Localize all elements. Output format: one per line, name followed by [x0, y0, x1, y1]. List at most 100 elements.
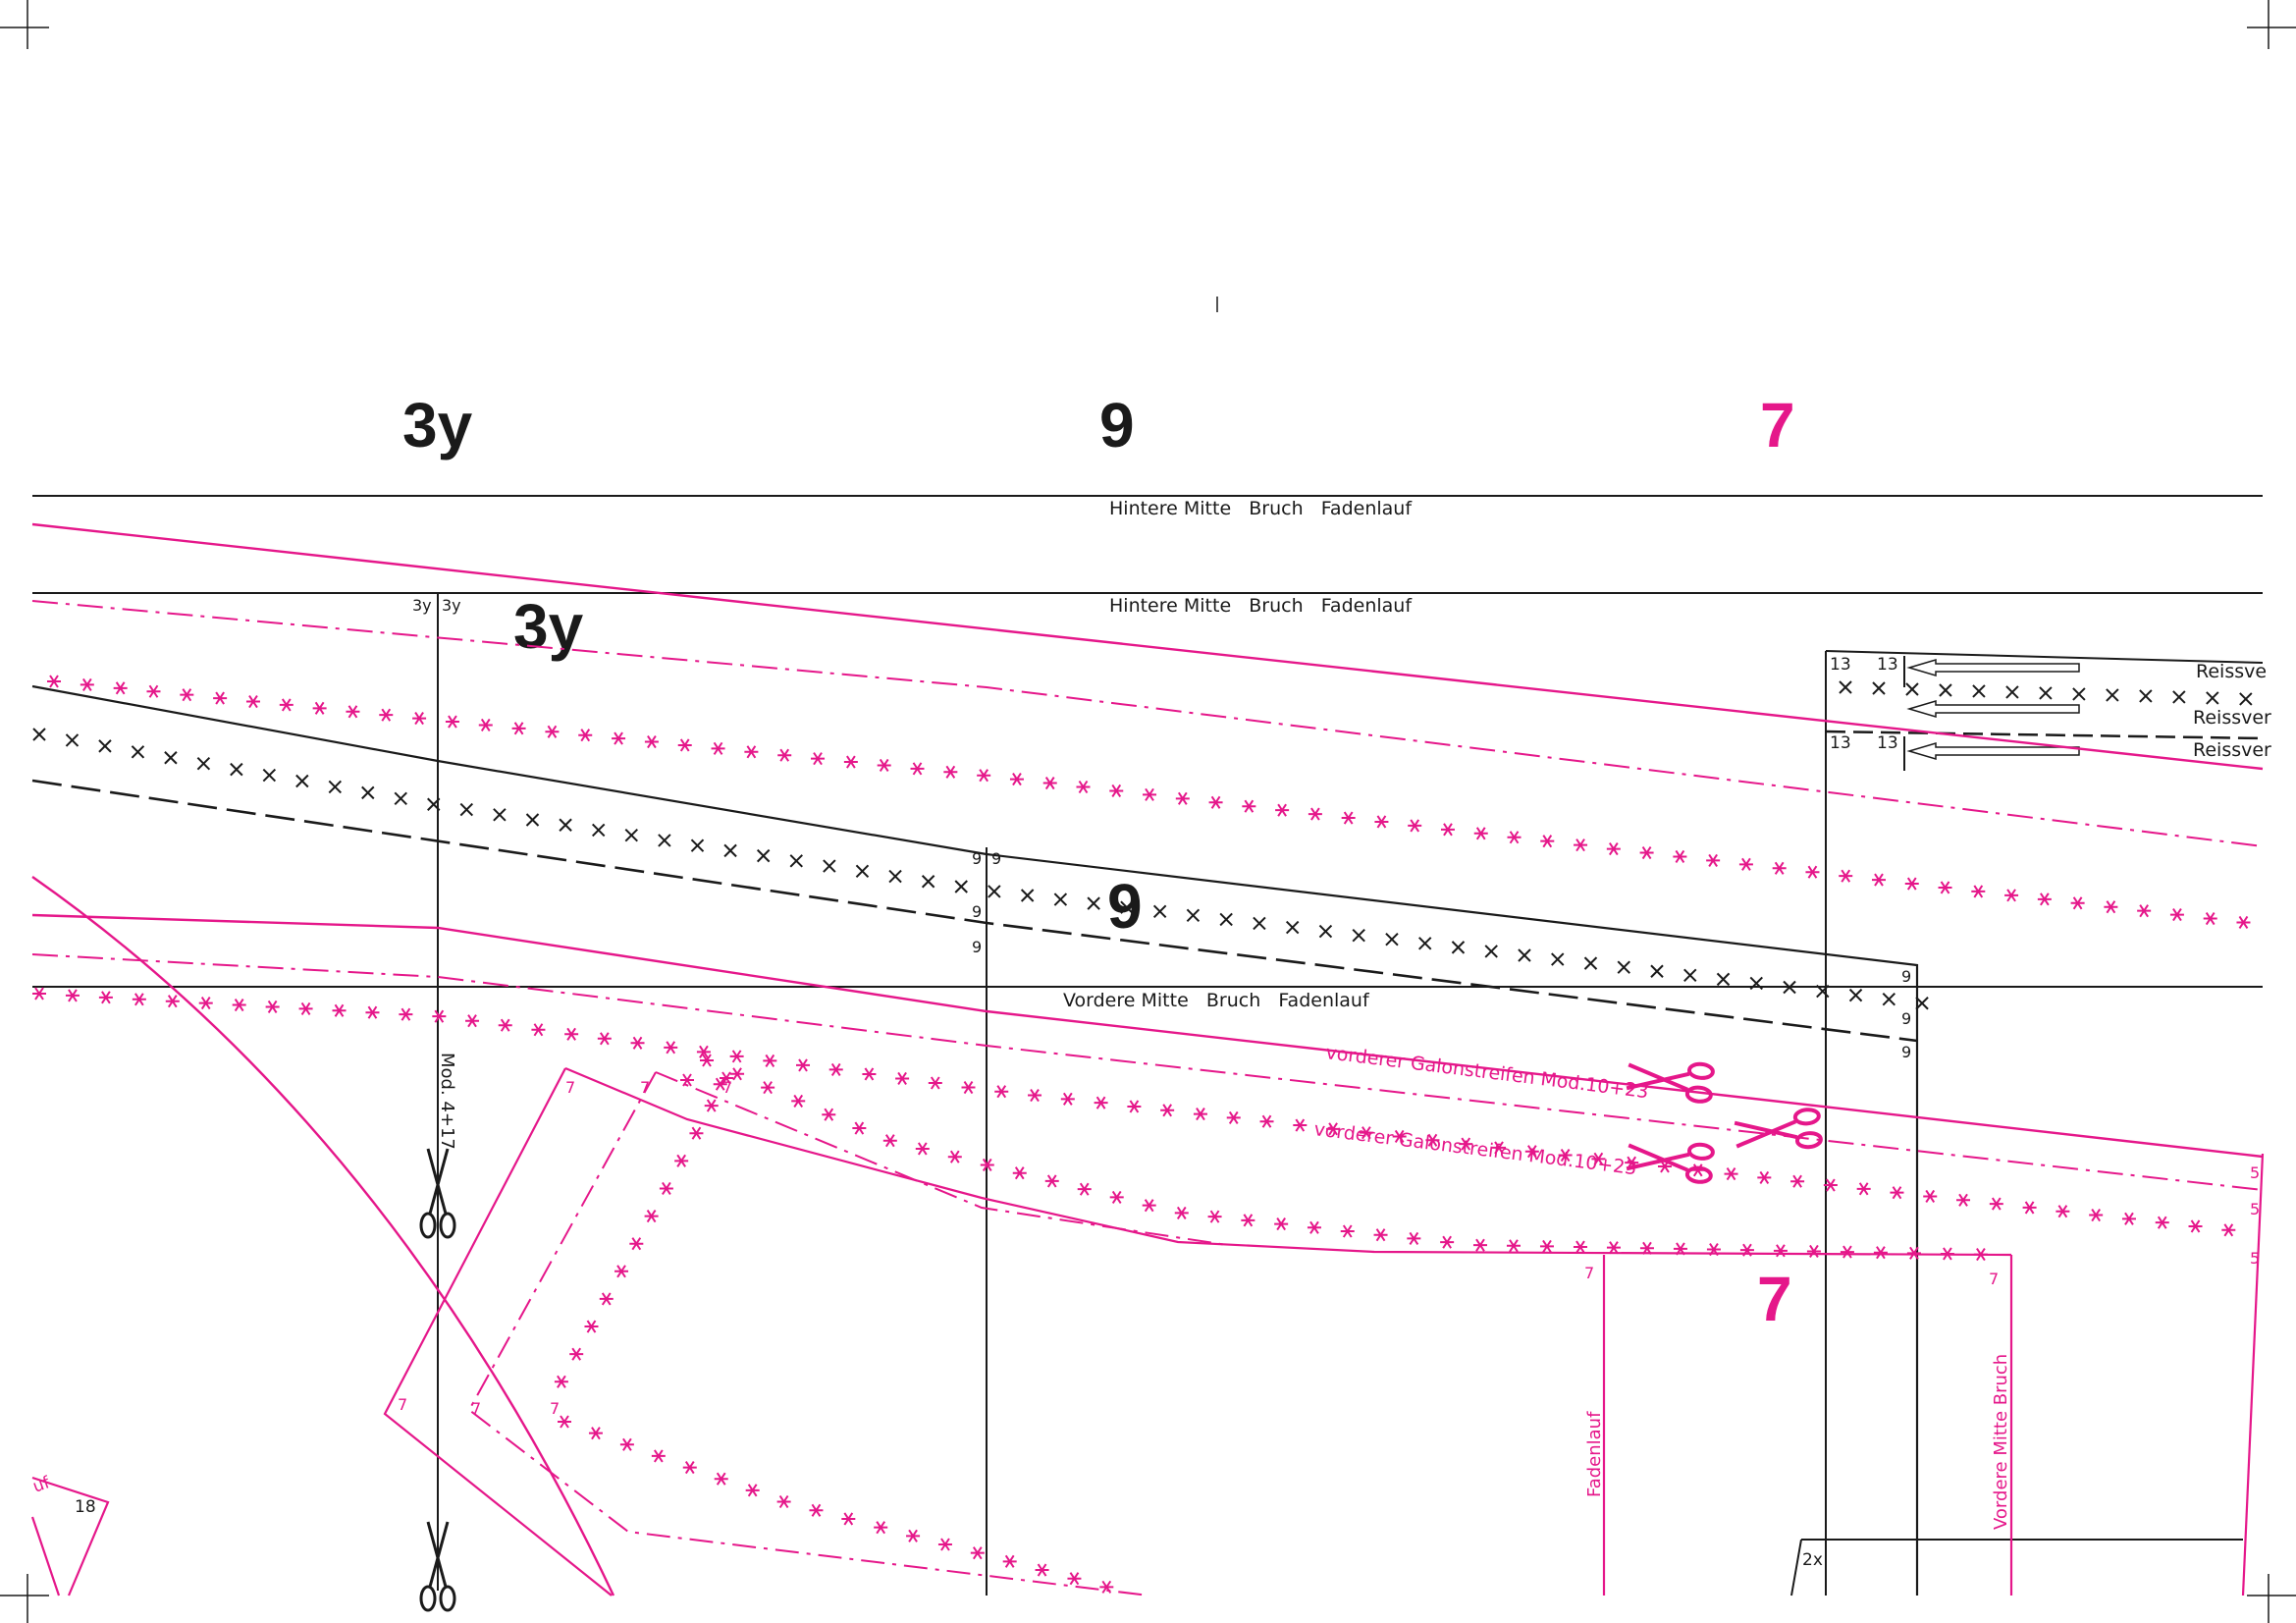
stitch-star-mark: [1374, 815, 1389, 829]
stitch-star-mark: [761, 1081, 775, 1095]
stitch-star-mark: [511, 722, 526, 735]
stitch-star-mark: [1035, 1563, 1049, 1577]
stitch-star-mark: [2056, 1205, 2070, 1218]
stitch-star-mark: [1591, 1152, 1606, 1165]
seam-cross-mark: [756, 848, 771, 863]
seam-cross-mark: [1872, 681, 1886, 695]
stitch-star-mark: [696, 1045, 711, 1058]
stitch-star-mark: [2089, 1208, 2104, 1222]
seam-cross-mark: [32, 728, 46, 741]
stitch-star-mark: [1109, 784, 1124, 797]
stitch-star-mark: [1143, 787, 1157, 801]
seam-cross-mark: [230, 762, 243, 777]
stitch-star-mark: [545, 725, 560, 738]
reissv-label-1: Reissve: [2196, 661, 2267, 682]
stitch-star-mark: [1956, 1193, 1971, 1207]
stitch-star-mark: [852, 1121, 867, 1135]
stitch-star-mark: [763, 1054, 777, 1067]
stitch-star-mark: [1806, 1244, 1821, 1258]
seam-cross-mark: [1087, 896, 1100, 910]
scissors-icon-magenta-3: [1626, 1142, 1715, 1184]
stitch-star-mark: [1067, 1572, 1082, 1586]
stitch-star-mark: [1274, 1217, 1289, 1231]
size-7-large: 7: [1757, 1264, 1792, 1334]
stitch-star-mark: [906, 1529, 921, 1542]
stitch-star-row-back: [47, 675, 2251, 930]
stitch-star-mark: [1940, 1247, 1954, 1261]
marker-5-c: 5: [2250, 1249, 2260, 1268]
seam-cross-mark: [1120, 900, 1134, 914]
stitch-star-mark: [1392, 1129, 1407, 1144]
stitch-star-mark: [146, 684, 161, 698]
seam-cross-mark: [459, 802, 474, 817]
stitch-star-mark: [1373, 1228, 1388, 1242]
marker-7-b: 7: [640, 1078, 650, 1097]
stitch-star-row-pocket-side: [558, 1415, 1114, 1594]
stitch-star-mark: [599, 1292, 614, 1306]
stitch-star-mark: [1539, 1239, 1554, 1253]
stitch-star-mark: [711, 741, 725, 755]
seam-cross-mark: [427, 797, 441, 811]
stitch-star-mark: [659, 1181, 673, 1196]
stitch-star-mark: [312, 701, 327, 715]
seam-cross-mark: [888, 869, 902, 884]
seam-cross-mark: [723, 843, 737, 858]
seam-cross-mark: [1617, 960, 1630, 974]
seam-cross-mark: [658, 834, 671, 847]
seam-cross-mark: [1418, 937, 1432, 950]
seam-cross-mark: [1905, 682, 1919, 696]
seam-cross-mark: [2106, 688, 2119, 702]
seam-cross-mark: [493, 808, 507, 822]
marker-3y-a: 3y: [412, 596, 432, 615]
stitch-star-mark: [2155, 1216, 2169, 1229]
seam-cross-mark: [2072, 687, 2086, 701]
stitch-star-mark: [1208, 795, 1223, 809]
stitch-star-mark: [700, 1054, 714, 1067]
stitch-star-mark: [554, 1375, 568, 1388]
stitch-star-mark: [1099, 1580, 1114, 1594]
stitch-star-mark: [822, 1108, 836, 1121]
seam-cross-mark: [1253, 916, 1266, 931]
stitch-star-mark: [165, 995, 180, 1008]
stitch-star-mark: [1923, 1189, 1938, 1204]
seam-cross-mark: [394, 791, 407, 806]
size-header-3y: 3y: [402, 390, 473, 460]
stitch-star-mark: [2004, 889, 2019, 902]
stitch-star-mark: [531, 1023, 546, 1037]
stitch-star-mark: [1308, 807, 1322, 821]
scissors-icon-black-1: [419, 1148, 456, 1239]
stitch-star-mark: [232, 998, 246, 1012]
stitch-star-mark: [994, 1085, 1009, 1099]
seam-cross-mark: [1749, 976, 1763, 991]
stitch-star-mark: [1207, 1210, 1222, 1223]
stitch-star-mark: [558, 1415, 571, 1429]
stitch-star-mark: [644, 734, 659, 749]
seam-cross-mark: [1385, 933, 1399, 947]
stitch-star-mark: [1839, 869, 1853, 883]
marker-7-a: 7: [565, 1078, 575, 1097]
stitch-star-mark: [346, 705, 360, 719]
seam-cross-row-black-zip: [1839, 680, 2253, 706]
stitch-star-mark: [1971, 885, 1986, 898]
stitch-star-mark: [910, 762, 925, 776]
seam-cross-mark: [1318, 924, 1333, 939]
stitch-star-mark: [1738, 857, 1753, 871]
seam-cross-mark: [690, 839, 705, 852]
magenta-pattern-lines: [30, 522, 2265, 1596]
seam-cross-mark: [1152, 904, 1167, 918]
seam-cross-mark: [262, 768, 277, 783]
stitch-star-mark: [744, 745, 759, 759]
stitch-star-mark: [1772, 861, 1787, 875]
stitch-star-mark: [720, 1071, 733, 1085]
stitch-star-mark: [895, 1071, 910, 1086]
stitch-star-mark: [1076, 780, 1091, 794]
size-header-7: 7: [1760, 390, 1795, 460]
seam-cross-mark: [823, 859, 836, 873]
stitch-star-mark: [947, 1150, 962, 1163]
stitch-star-mark: [776, 1494, 791, 1509]
stitch-star-mark: [80, 677, 94, 691]
marker-9-g: 9: [1901, 1043, 1911, 1061]
seam-cross-mark: [1716, 972, 1731, 987]
stitch-star-mark: [432, 1009, 447, 1023]
seam-cross-mark: [591, 823, 606, 838]
